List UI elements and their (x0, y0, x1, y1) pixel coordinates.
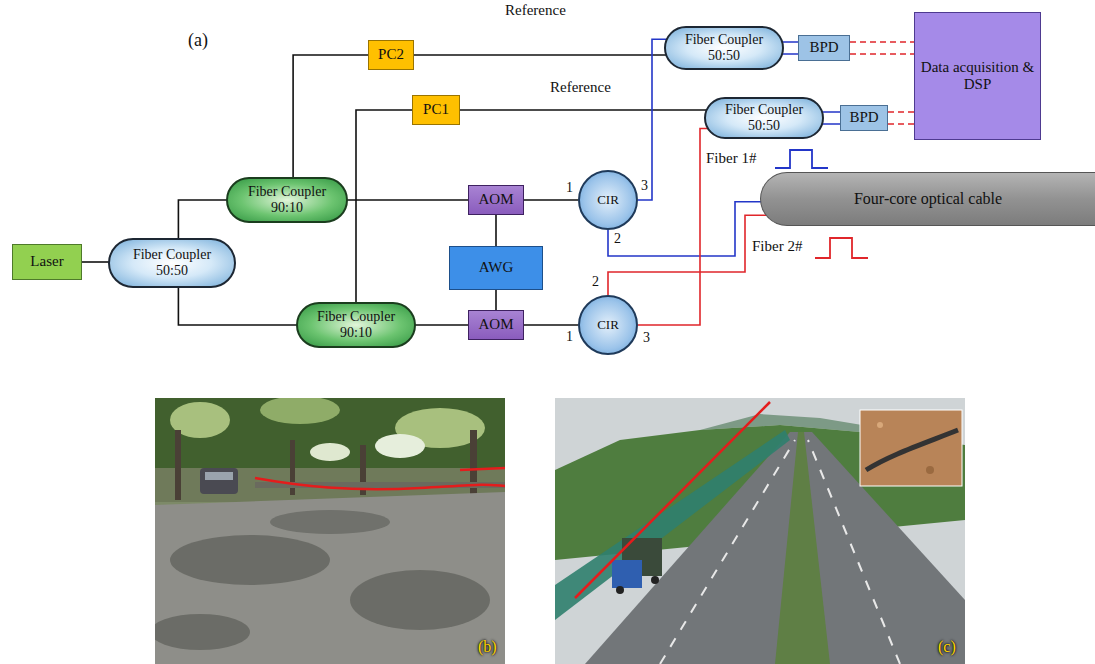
fiber-connector (412, 324, 468, 326)
fiber-connector (460, 109, 708, 111)
highway-photo (555, 398, 965, 664)
highway-photo (926, 466, 934, 474)
port-number: 3 (643, 330, 650, 346)
polarization-controller: PC1 (412, 95, 460, 125)
fiber-label: Fiber 2# (752, 238, 802, 255)
highway-photo (651, 576, 659, 584)
fiber-connector (414, 54, 668, 56)
road-photo (200, 468, 238, 494)
node-text: Four-core optical cable (854, 190, 1002, 208)
signal-fiber (638, 39, 668, 200)
circulator-circle: CIR (578, 170, 638, 230)
fiber-connector (495, 290, 497, 310)
reference-label: Reference (505, 2, 566, 19)
port-number: 2 (614, 231, 621, 247)
node-text: AWG (479, 259, 514, 276)
reference-label: Reference (550, 79, 611, 96)
road-photo (255, 478, 505, 489)
road-photo (350, 570, 490, 630)
node-text: Laser (30, 253, 63, 270)
fiber-coupler: Fiber Coupler 50:50 (704, 97, 824, 139)
figure-tag: (b) (478, 638, 497, 656)
node-text: AOM (478, 316, 513, 333)
node-text: CIR (597, 318, 619, 333)
node-text: AOM (478, 191, 513, 208)
signal-fiber (638, 129, 708, 326)
fiber-coupler: Fiber Coupler 90:10 (226, 177, 348, 223)
signal-fiber (608, 215, 766, 295)
road-photo (155, 398, 505, 664)
fiber-connector (178, 200, 230, 242)
figure-tag: (a) (188, 30, 208, 51)
node-text: Fiber Coupler 50:50 (720, 102, 808, 134)
node-text: Data acquisition & DSP (919, 59, 1036, 94)
photodetector-box: BPD (798, 35, 850, 61)
highway-photo (612, 560, 642, 588)
circulator-circle: CIR (578, 295, 638, 355)
fiber-connector (344, 199, 468, 201)
highway-photo (775, 432, 830, 664)
road-photo (155, 614, 250, 650)
node-text: Fiber Coupler 90:10 (312, 309, 400, 341)
road-photo (310, 443, 350, 461)
signal-fiber (850, 42, 914, 54)
optical-cable: Four-core optical cable (760, 172, 1095, 226)
port-number: 1 (566, 180, 573, 196)
highway-photo (575, 402, 770, 598)
fiber-coupler: Fiber Coupler 50:50 (664, 26, 784, 70)
fiber-label: Fiber 1# (706, 150, 756, 167)
fiber-connector (524, 324, 578, 326)
port-number: 3 (641, 178, 648, 194)
node-text: PC2 (378, 46, 404, 63)
node-text: CIR (597, 193, 619, 208)
fiber-coupler: Fiber Coupler 50:50 (108, 238, 236, 288)
aom-box: AOM (468, 310, 524, 340)
node-text: Fiber Coupler 50:50 (680, 32, 768, 64)
road-photo (260, 398, 340, 424)
highway-photo (877, 422, 883, 428)
node-text: Fiber Coupler 90:10 (242, 184, 332, 216)
highway-photo (555, 430, 790, 620)
road-photo (270, 510, 390, 534)
node-text: BPD (849, 109, 878, 126)
fiber-connector (356, 110, 412, 306)
photodetector-box: BPD (840, 105, 888, 131)
port-number: 1 (566, 329, 573, 345)
signal-fiber (888, 112, 914, 124)
polarization-controller: PC2 (368, 40, 414, 70)
highway-photo (866, 430, 958, 470)
node-text: BPD (809, 39, 838, 56)
node-text: PC1 (423, 101, 449, 118)
figure-tag: (c) (938, 638, 956, 656)
fiber-connector (524, 199, 578, 201)
fiber-connector (178, 284, 300, 325)
awg-box: AWG (449, 246, 543, 290)
road-photo (205, 472, 233, 480)
fiber-coupler: Fiber Coupler 90:10 (296, 302, 416, 348)
aom-box: AOM (468, 185, 524, 215)
pulse-symbol (775, 150, 828, 168)
port-number: 2 (592, 274, 599, 290)
dsp-box: Data acquisition & DSP (914, 12, 1041, 140)
node-text: Fiber Coupler 50:50 (124, 247, 220, 279)
road-photo (460, 468, 505, 470)
fiber-connector (495, 215, 497, 246)
highway-photo (860, 410, 962, 486)
laser-box: Laser (12, 244, 82, 280)
road-photo (170, 535, 330, 585)
highway-photo (616, 586, 624, 594)
road-photo (375, 434, 425, 458)
pulse-symbol (815, 238, 868, 258)
highway-photo (555, 398, 965, 664)
road-photo (175, 430, 181, 500)
